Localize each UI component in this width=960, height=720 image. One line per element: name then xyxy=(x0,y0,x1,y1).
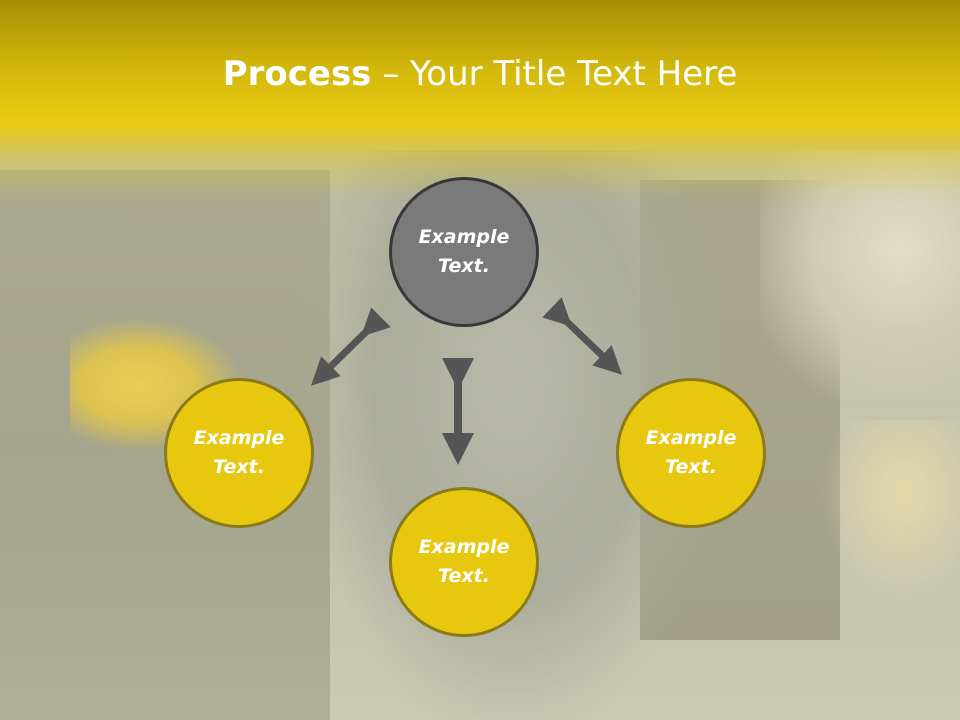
title-band xyxy=(0,0,960,200)
slide-title[interactable]: Process – Your Title Text Here xyxy=(0,52,960,96)
title-rest: – Your Title Text Here xyxy=(371,54,738,94)
node-left[interactable]: Example Text. xyxy=(164,378,314,528)
node-bottom[interactable]: Example Text. xyxy=(389,487,539,637)
background-street-glow xyxy=(820,420,960,600)
node-center-label: Example Text. xyxy=(418,226,510,277)
node-right-label: Example Text. xyxy=(645,427,737,478)
node-right[interactable]: Example Text. xyxy=(616,378,766,528)
node-left-label: Example Text. xyxy=(193,427,285,478)
node-center[interactable]: Example Text. xyxy=(389,177,539,327)
node-bottom-label: Example Text. xyxy=(418,536,510,587)
arrow-center-left xyxy=(311,307,391,386)
title-bold: Process xyxy=(222,54,372,94)
arrow-center-right xyxy=(542,297,623,375)
